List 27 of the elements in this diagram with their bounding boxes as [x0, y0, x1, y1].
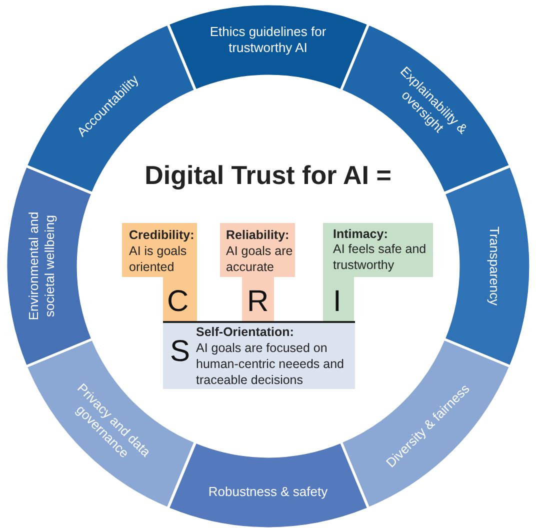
initial-letter: I — [333, 285, 342, 319]
segment-label: Ethics guidelines for trustworthy AI — [208, 24, 328, 56]
initial-letter: C — [167, 285, 189, 319]
trust-factor-card — [323, 223, 433, 321]
initial-letter: R — [247, 285, 269, 319]
factor-heading: Intimacy: — [333, 226, 389, 242]
segment-label: Environmental and societal wellbeing — [26, 210, 58, 321]
factor-description: AI goals are focused on human-centric neeeds and traceable decisions — [196, 340, 346, 388]
ring-segment — [340, 24, 510, 194]
factor-heading: Self-Orientation: — [196, 324, 295, 340]
factor-heading: Credibility: — [129, 227, 196, 243]
initial-letter: S — [170, 335, 190, 369]
factor-heading: Reliability: — [226, 227, 290, 243]
factor-description: AI goals are accurate — [226, 243, 294, 275]
factor-description: AI feels safe and trustworthy — [333, 241, 428, 273]
trust-factor-card — [220, 223, 295, 321]
segment-label: Robustness & safety — [207, 484, 329, 500]
ring-segment — [6, 166, 92, 366]
ring-segment — [26, 338, 196, 508]
ring-segment — [444, 166, 530, 366]
segment-label: Transparency — [486, 225, 502, 308]
trust-factor-card — [122, 223, 197, 321]
ring-segment — [168, 442, 368, 528]
heading: Digital Trust for AI = — [144, 160, 392, 191]
ring-segment — [168, 4, 368, 90]
factor-description: AI is goals oriented — [129, 243, 188, 275]
trust-factor-card — [163, 321, 355, 389]
